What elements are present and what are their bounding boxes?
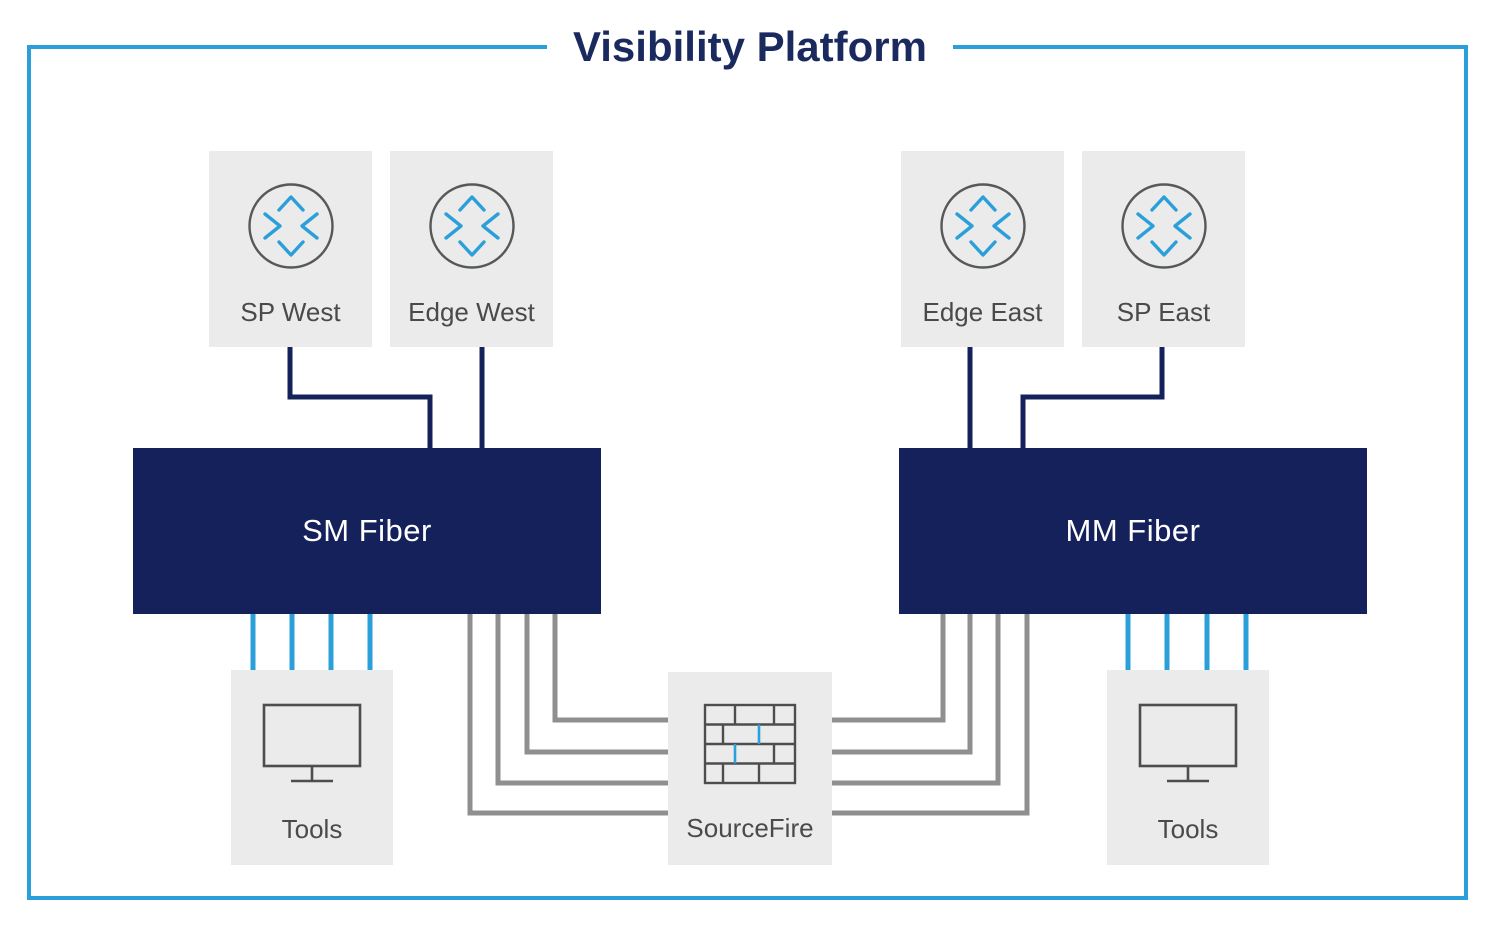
edge-mmfiber-sourcefire-3 <box>828 613 1001 786</box>
node-label: SourceFire <box>686 813 814 843</box>
page-title: Visibility Platform <box>547 17 953 77</box>
node-label: Edge West <box>408 297 535 327</box>
router-icon <box>1120 182 1208 275</box>
node-label: Tools <box>281 814 343 844</box>
node-label: SP West <box>240 297 341 327</box>
node-sm-fiber: SM Fiber <box>133 448 601 614</box>
router-icon <box>939 182 1027 275</box>
monitor-icon <box>262 703 362 790</box>
node-sp-east: SP East <box>1082 151 1245 347</box>
node-edge-east: Edge East <box>901 151 1064 347</box>
node-tools-west: Tools <box>231 670 393 865</box>
node-mm-fiber: MM Fiber <box>899 448 1367 614</box>
router-icon <box>428 182 516 275</box>
node-label: Tools <box>1157 814 1219 844</box>
edge-spwest-smfiber <box>287 347 433 450</box>
node-label: SP East <box>1116 297 1211 327</box>
node-sourcefire: SourceFire <box>668 672 832 865</box>
monitor-icon <box>1138 703 1238 790</box>
edge-smfiber-sourcefire-3 <box>495 613 672 786</box>
node-tools-east: Tools <box>1107 670 1269 865</box>
node-sp-west: SP West <box>209 151 372 347</box>
fiber-label: SM Fiber <box>302 513 432 548</box>
edge-smfiber-sourcefire-2 <box>524 613 672 755</box>
node-edge-west: Edge West <box>390 151 553 347</box>
edge-mmfiber-sourcefire-4 <box>828 613 1030 816</box>
router-icon <box>247 182 335 275</box>
edge-smfiber-sourcefire-1 <box>552 613 672 723</box>
fiber-label: MM Fiber <box>1065 513 1201 548</box>
edge-mmfiber-sourcefire-1 <box>828 613 946 723</box>
edge-speast-mmfiber <box>1020 347 1165 450</box>
edge-mmfiber-sourcefire-2 <box>828 613 973 755</box>
node-label: Edge East <box>922 297 1043 327</box>
firewall-icon <box>703 703 797 790</box>
edge-smfiber-sourcefire-4 <box>467 613 672 816</box>
